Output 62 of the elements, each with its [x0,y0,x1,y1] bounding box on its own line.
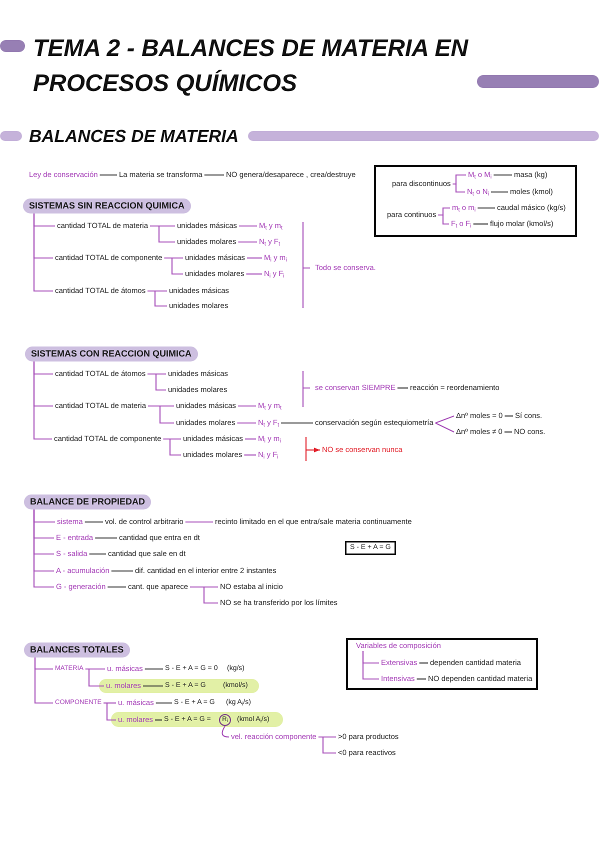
highlight-band [111,712,283,727]
connector-line [362,651,379,680]
connector-line [318,736,336,754]
connector-line [84,521,103,523]
connector-line [204,174,224,176]
connector-line [491,191,508,193]
connector-line [504,415,513,417]
page-title: TEMA 2 - BALANCES DE MATERIA EN PROCESOS QUÍMICOS [33,34,470,99]
connector-line [150,225,175,243]
connector-line [416,678,426,680]
connector-line [452,183,465,193]
connector-line [148,373,166,391]
connector-line [237,422,256,424]
note-frame [346,638,538,690]
connector-line [144,668,163,670]
arrow [306,448,320,452]
connector-line [504,431,512,433]
connector-line [108,586,126,588]
connector-line [95,537,117,539]
connector-line [452,174,466,185]
connector-line [478,207,495,209]
connector-line [155,719,162,721]
connector-line [164,257,183,275]
connector-line [100,174,117,176]
connector-line [33,214,53,292]
connector-line [247,257,262,259]
connector-line [89,553,106,555]
connector-line [185,521,213,523]
connector-line [143,685,163,687]
note-frame [374,165,577,237]
connector-line [222,726,230,738]
connector-line [435,415,454,424]
connector-line [239,225,257,227]
connector-line [473,223,488,225]
connector-line [419,662,428,664]
connector-line [245,438,256,440]
connector-line [397,387,408,389]
connector-line [238,405,256,407]
connector-line [111,570,133,572]
connector-line [494,174,512,176]
connector-line [281,422,313,424]
connector-line [163,438,181,456]
connector-line [33,510,54,588]
connector-line [190,586,218,604]
section-heading: BALANCE DE PROPIEDAD [24,494,152,510]
connector-line [244,454,256,456]
section-heading: SISTEMAS CON REACCION QUIMICA [25,346,198,362]
connector-line [104,702,116,721]
section-heading: SISTEMAS SIN REACCION QUIMICA [23,198,191,214]
highlight-band [99,679,259,693]
connector-line [238,241,257,243]
connector-line [148,405,174,424]
connector-line [156,702,172,704]
section-heading: BALANCES TOTALES [24,642,130,658]
connector-line [435,422,454,432]
connector-line [85,668,104,687]
connector-line [34,658,53,704]
connector-line [148,290,167,307]
connector-line [246,273,262,275]
connector-line [33,362,52,440]
section-title: BALANCES DE MATERIA [29,126,239,146]
connector-line [438,214,449,225]
